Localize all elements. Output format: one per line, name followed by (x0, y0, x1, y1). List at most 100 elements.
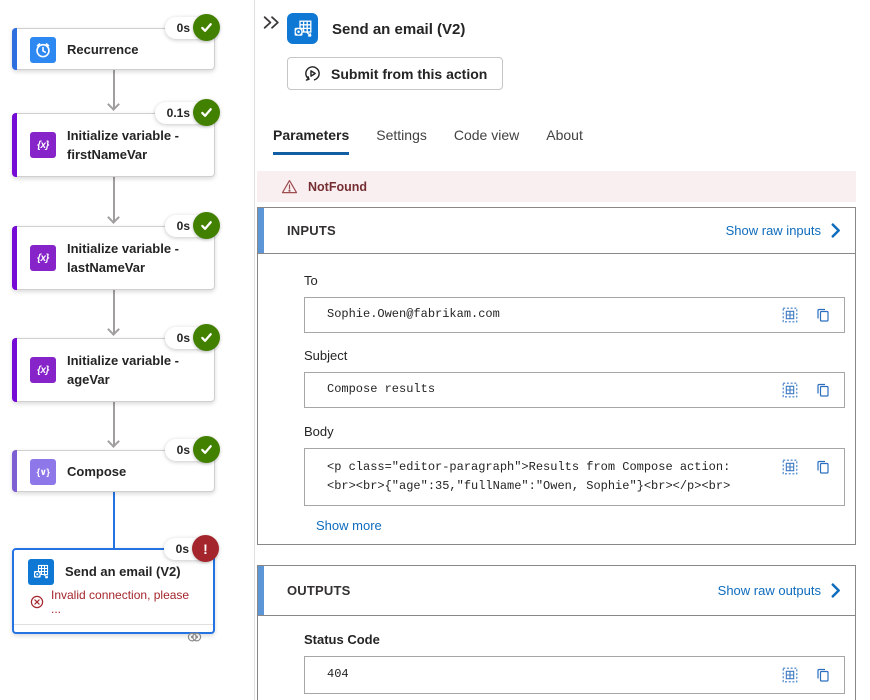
show-raw-outputs-link[interactable]: Show raw outputs (718, 583, 841, 598)
error-circle-icon (30, 595, 44, 609)
compose-icon: {∨} (30, 459, 56, 485)
status-code-value: 404 (327, 667, 349, 682)
error-badge-icon: ! (192, 535, 219, 562)
arrow-down-icon (107, 98, 120, 111)
workflow-canvas[interactable]: Recurrence 0s {x} Initialize variable - … (0, 0, 253, 700)
node-accent (12, 338, 17, 402)
section-accent (258, 208, 264, 253)
arrow-down-icon (107, 435, 120, 448)
body-value: <p class="editor-paragraph">Results from… (327, 460, 731, 494)
copy-icon[interactable] (815, 382, 831, 398)
dynamic-content-icon[interactable] (782, 307, 798, 323)
node-initialize-agevar[interactable]: {x} Initialize variable - ageVar 0s (12, 324, 220, 402)
dynamic-content-icon[interactable] (782, 459, 798, 475)
node-label: Send an email (V2) (65, 564, 181, 580)
inputs-section-header: INPUTS Show raw inputs (257, 207, 856, 254)
run-badge[interactable]: 0s (164, 324, 220, 351)
tab-about[interactable]: About (546, 127, 583, 143)
variable-icon: {x} (30, 132, 56, 158)
submit-button-label: Submit from this action (331, 65, 488, 82)
error-banner-text: NotFound (308, 179, 368, 194)
resubmit-icon (303, 64, 322, 83)
node-accent (12, 28, 17, 70)
node-label: Initialize variable - firstNameVar (67, 127, 179, 163)
tab-settings[interactable]: Settings (376, 127, 427, 143)
node-send-an-email[interactable]: Send an email (V2) Invalid connection, p… (12, 535, 219, 642)
node-label: Recurrence (67, 42, 139, 58)
node-accent (12, 450, 17, 492)
submit-from-action-button[interactable]: Submit from this action (287, 57, 504, 90)
collapse-panel-icon[interactable] (262, 13, 281, 32)
dynamic-content-icon[interactable] (782, 382, 798, 398)
warning-triangle-icon (281, 179, 298, 194)
body-label: Body (304, 424, 334, 439)
connector (113, 290, 115, 334)
run-badge[interactable]: 0s (164, 14, 220, 41)
tab-code-view[interactable]: Code view (453, 127, 520, 143)
node-error-row: Invalid connection, please ... (14, 588, 213, 624)
connector (113, 402, 115, 446)
run-badge[interactable]: 0.1s (154, 99, 220, 126)
copy-icon[interactable] (815, 307, 831, 323)
outputs-section-header: OUTPUTS Show raw outputs (257, 565, 856, 616)
outputs-section-body: Status Code 404 (257, 616, 856, 700)
inputs-section-body: To Sophie.Owen@fabrikam.com (257, 254, 856, 545)
success-check-icon (193, 212, 220, 239)
inputs-heading: INPUTS (287, 223, 336, 238)
outlook-icon (287, 13, 318, 44)
tab-parameters[interactable]: Parameters (273, 127, 350, 155)
node-error-text: Invalid connection, please ... (51, 588, 190, 616)
connector-selected (113, 491, 115, 548)
tab-bar: Parameters Settings Code view About (273, 127, 583, 155)
node-accent (12, 113, 17, 177)
body-field[interactable]: <p class="editor-paragraph">Results from… (304, 448, 845, 506)
node-initialize-firstnamevar[interactable]: {x} Initialize variable - firstNameVar 0… (12, 99, 220, 177)
subject-label: Subject (304, 348, 348, 363)
run-badge[interactable]: 0s (164, 436, 220, 463)
chevron-right-icon (831, 583, 840, 598)
arrow-down-icon (107, 211, 120, 224)
arrow-down-icon (107, 323, 120, 336)
action-details-panel: Send an email (V2) Submit from this acti… (254, 0, 870, 700)
run-badge[interactable]: 0s ! (163, 535, 219, 562)
error-banner: NotFound (257, 171, 856, 202)
node-footer (14, 624, 213, 649)
connections-icon[interactable] (186, 630, 203, 644)
status-code-label: Status Code (304, 632, 380, 647)
success-check-icon (193, 99, 220, 126)
panel-title: Send an email (V2) (332, 21, 466, 38)
node-compose[interactable]: {∨} Compose 0s (12, 436, 220, 492)
outputs-heading: OUTPUTS (287, 583, 351, 598)
variable-icon: {x} (30, 357, 56, 383)
subject-field[interactable]: Compose results (304, 372, 845, 408)
clock-icon (30, 37, 56, 63)
status-code-field[interactable]: 404 (304, 656, 845, 694)
connector (113, 70, 115, 108)
subject-value: Compose results (327, 382, 436, 397)
show-raw-outputs-label: Show raw outputs (717, 583, 821, 598)
run-badge[interactable]: 0s (164, 212, 220, 239)
success-check-icon (193, 436, 220, 463)
copy-icon[interactable] (815, 667, 831, 683)
outlook-icon (28, 559, 54, 585)
node-label: Compose (67, 464, 127, 480)
dynamic-content-icon[interactable] (782, 667, 798, 683)
node-label: Initialize variable - ageVar (67, 352, 179, 388)
node-label: Initialize variable - lastNameVar (67, 240, 179, 276)
variable-icon: {x} (30, 245, 56, 271)
show-raw-inputs-link[interactable]: Show raw inputs (726, 223, 841, 238)
node-accent (12, 226, 17, 290)
to-value: Sophie.Owen@fabrikam.com (327, 307, 500, 322)
node-initialize-lastnamevar[interactable]: {x} Initialize variable - lastNameVar 0s (12, 212, 220, 290)
show-more-link[interactable]: Show more (316, 518, 382, 533)
chevron-right-icon (831, 223, 840, 238)
copy-icon[interactable] (815, 459, 831, 475)
connector (113, 177, 115, 222)
success-check-icon (193, 324, 220, 351)
success-check-icon (193, 14, 220, 41)
section-accent (258, 566, 264, 615)
to-label: To (304, 273, 318, 288)
to-field[interactable]: Sophie.Owen@fabrikam.com (304, 297, 845, 333)
node-recurrence[interactable]: Recurrence 0s (12, 14, 220, 70)
